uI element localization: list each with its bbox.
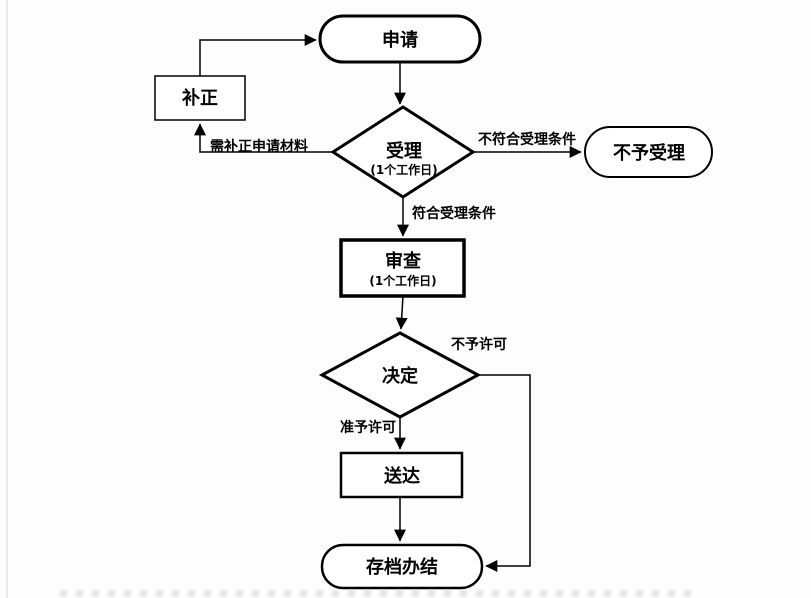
edge-accept-to-supplement	[194, 123, 333, 153]
edge-labels: 需补正申请材料 不符合受理条件 符合受理条件 不予许可 准予许可	[210, 131, 576, 436]
flow-edges	[194, 34, 582, 572]
flow-nodes	[154, 14, 713, 590]
decide-decision-node	[318, 331, 482, 419]
edge-label-need-supplement: 需补正申请材料	[210, 138, 308, 155]
edge-label-meet: 符合受理条件	[411, 205, 496, 222]
reject-node	[584, 126, 713, 178]
archive-node	[320, 543, 484, 590]
edge-review-to-decide	[395, 295, 408, 330]
edge-label-not-meet: 不符合受理条件	[478, 131, 576, 148]
review-node-sublabel: (1个工作日)	[369, 273, 436, 288]
review-node	[339, 238, 466, 298]
reject-node-label: 不予受理	[613, 142, 685, 164]
decide-node-label: 决定	[382, 365, 418, 387]
supplement-node-label: 补正	[181, 87, 218, 109]
review-node-label: 审查	[385, 250, 421, 272]
accept-node-label: 受理	[386, 140, 422, 162]
deliver-node-label: 送达	[383, 465, 420, 487]
archive-node-label: 存档办结	[366, 556, 438, 578]
edge-label-deny: 不予许可	[451, 336, 507, 353]
scan-artifact-bottom	[60, 590, 700, 597]
accept-node-sublabel: (1个工作日)	[370, 162, 437, 177]
supplement-node	[154, 75, 246, 121]
edge-supplement-to-apply	[199, 34, 317, 76]
edge-decide-to-archive	[478, 374, 531, 572]
node-labels: 申请 补正 受理 (1个工作日) 不予受理 审查 (1个工作日) 决定 送达 存…	[181, 29, 685, 578]
scan-artifact-left	[6, 0, 8, 598]
accept-decision-node	[330, 105, 476, 199]
apply-node-label: 申请	[382, 29, 418, 51]
apply-node	[318, 14, 482, 64]
deliver-node	[339, 451, 464, 499]
edge-label-grant: 准予许可	[340, 419, 396, 436]
